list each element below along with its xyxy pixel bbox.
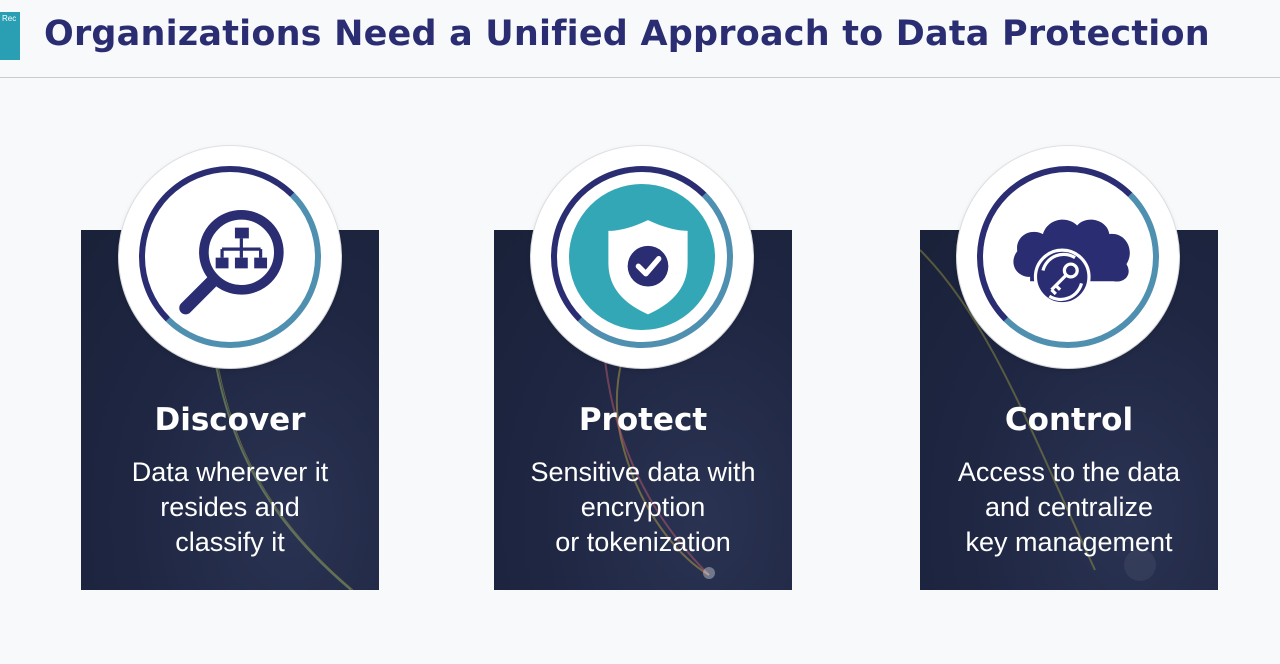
badge-control bbox=[957, 146, 1179, 368]
card-description: Sensitive data with encryption or tokeni… bbox=[504, 455, 782, 560]
page-title: Organizations Need a Unified Approach to… bbox=[44, 14, 1210, 54]
card-heading: Protect bbox=[578, 402, 708, 438]
card-desc-line: Data wherever it bbox=[131, 457, 329, 487]
card-desc-line: or tokenization bbox=[555, 527, 731, 557]
card-description: Access to the data and centralize key ma… bbox=[930, 455, 1208, 560]
corner-text: Rec bbox=[2, 14, 17, 23]
card-discover: Discover Data wherever it resides and cl… bbox=[81, 230, 379, 590]
cloud-key-icon bbox=[1013, 219, 1130, 306]
card-desc-line: encryption bbox=[580, 492, 706, 522]
header-accent-bar bbox=[0, 12, 20, 60]
badge-ring bbox=[551, 166, 733, 348]
card-light-streak bbox=[920, 249, 1156, 581]
header-divider bbox=[0, 77, 1280, 78]
search-network-icon bbox=[179, 210, 284, 315]
badge-ring bbox=[977, 166, 1159, 348]
badge-ring bbox=[139, 166, 321, 348]
card-desc-line: key management bbox=[965, 527, 1173, 557]
card-description: Data wherever it resides and classify it bbox=[91, 455, 369, 560]
card-desc-line: Sensitive data with bbox=[530, 457, 756, 487]
badge-discover bbox=[119, 146, 341, 368]
card-desc-line: and centralize bbox=[984, 492, 1154, 522]
card-desc-line: resides and bbox=[160, 492, 300, 522]
card-desc-line: Access to the data bbox=[957, 457, 1181, 487]
card-heading: Control bbox=[1004, 402, 1134, 438]
badge-protect bbox=[531, 146, 753, 368]
card-desc-line: classify it bbox=[175, 527, 285, 557]
shield-check-icon bbox=[608, 220, 688, 315]
card-heading: Discover bbox=[154, 402, 306, 438]
